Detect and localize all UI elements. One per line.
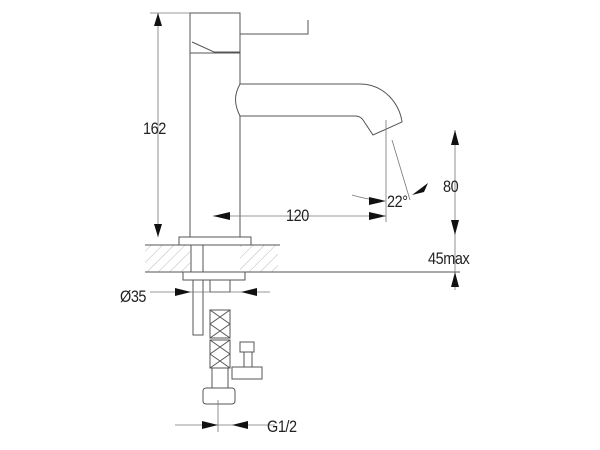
- hose-nut: [202, 387, 236, 405]
- height-dimension: 162: [143, 119, 166, 138]
- spout-reach-dimension: 120: [286, 206, 309, 225]
- handle-lever: [240, 20, 309, 35]
- dimension-arrows: [154, 13, 459, 429]
- tap-body: [189, 12, 241, 237]
- base-flange: [178, 236, 252, 246]
- deck-hatch-right: [240, 245, 278, 272]
- clearance-dimension: 80: [443, 177, 459, 196]
- flex-hose-upper: [209, 309, 231, 339]
- flex-hose-lower: [209, 339, 231, 369]
- spout: [235, 83, 403, 136]
- deck-thickness-dimension: 45max: [428, 249, 470, 268]
- diameter-dimension: Ø35: [120, 287, 147, 306]
- deck-hatch-left: [145, 245, 190, 272]
- spout-angle-dimension: 22°: [387, 192, 408, 211]
- thread-dimension: G1/2: [267, 417, 297, 436]
